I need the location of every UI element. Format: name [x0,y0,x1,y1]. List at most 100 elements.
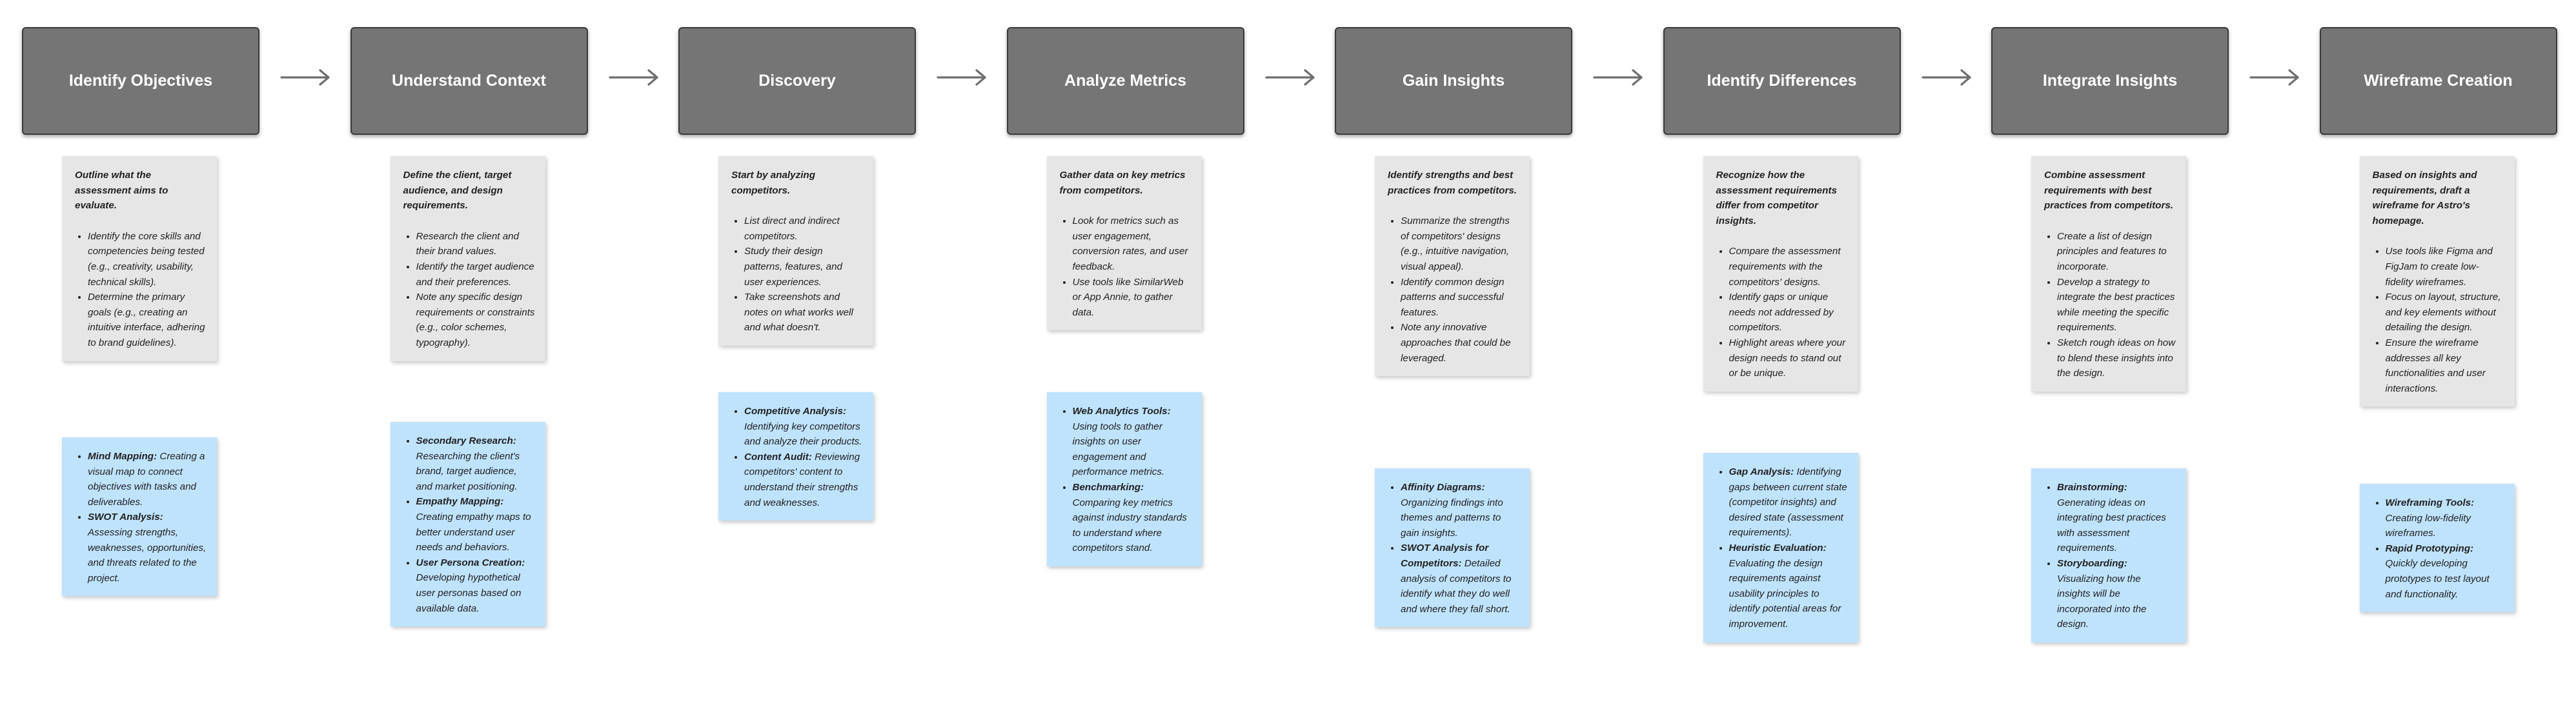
description-intro: Based on insights and requirements, draf… [2372,170,2477,226]
tool-description: Organizing findings into themes and patt… [1401,497,1503,539]
description-bullet: Research the client and their brand valu… [416,229,535,259]
tool-description: Assessing strengths, weaknesses, opportu… [88,526,207,584]
step-header: Identify Differences [1663,27,1901,135]
description-bullets: List direct and indirect competitors.Stu… [731,214,863,335]
tool-item: SWOT Analysis: Assessing strengths, weak… [88,510,207,586]
tools-list: Affinity Diagrams: Organizing findings i… [1388,480,1519,617]
tool-description: Creating empathy maps to better understa… [416,511,531,553]
step-title: Gain Insights [1402,72,1505,90]
tools-note: Web Analytics Tools: Using tools to gath… [1046,392,1202,566]
arrow-right-icon [2249,69,2299,86]
description-intro: Outline what the assessment aims to eval… [75,170,168,212]
tool-item: Gap Analysis: Identifying gaps between c… [1729,464,1848,541]
tools-note: Brainstorming: Generating ideas on integ… [2031,468,2186,642]
tool-description: Researching the client's brand, target a… [416,450,520,492]
description-bullet: Note any innovative approaches that coul… [1401,320,1519,366]
tool-item: Wireframing Tools: Creating low-fidelity… [2386,495,2504,541]
description-note: Gather data on key metrics from competit… [1046,156,1202,331]
description-intro: Identify strengths and best practices fr… [1388,170,1517,196]
step-title: Integrate Insights [2042,72,2178,90]
tools-note: Gap Analysis: Identifying gaps between c… [1703,453,1858,642]
tool-description: Identifying gaps between current state (… [1729,466,1847,539]
tools-list: Mind Mapping: Creating a visual map to c… [75,449,207,586]
tool-name: Benchmarking: [1072,481,1144,493]
description-bullet: Identify common design patterns and succ… [1401,275,1519,321]
tool-description: Using tools to gather insights on user e… [1072,421,1165,478]
tool-item: User Persona Creation: Developing hypoth… [416,555,535,616]
tool-item: Benchmarking: Comparing key metrics agai… [1073,480,1192,556]
tools-list: Gap Analysis: Identifying gaps between c… [1716,464,1848,632]
tool-description: Reviewing competitors' content to unders… [744,451,860,508]
description-bullet: Create a list of design principles and f… [2057,229,2176,275]
description-bullet: Study their design patterns, features, a… [744,244,863,290]
description-bullets: Identify the core skills and competencie… [75,229,207,351]
description-bullet: Identify gaps or unique needs not addres… [1729,290,1848,335]
description-bullets: Look for metrics such as user engagement… [1060,214,1192,320]
tool-name: Secondary Research: [416,435,516,446]
description-bullet: Focus on layout, structure, and key elem… [2386,290,2504,335]
tool-name: Storyboarding: [2057,557,2127,569]
description-intro: Recognize how the assessment requirement… [1716,170,1837,226]
tool-description: Identifying key competitors and analyze … [744,421,862,448]
description-bullets: Create a list of design principles and f… [2044,229,2176,381]
description-bullet: Summarize the strengths of competitors' … [1401,214,1519,274]
tool-item: Heuristic Evaluation: Evaluating the des… [1729,541,1848,632]
tools-list: Competitive Analysis: Identifying key co… [731,404,863,510]
tool-description: Developing hypothetical user personas ba… [416,572,522,614]
description-bullet: Use tools like Figma and FigJam to creat… [2386,244,2504,290]
description-bullet: Take screenshots and notes on what works… [744,290,863,335]
step-header: Discovery [678,27,916,135]
tool-description: Detailed analysis of competitors to iden… [1401,557,1512,615]
tool-description: Generating ideas on integrating best pra… [2057,497,2166,554]
tools-note: Secondary Research: Researching the clie… [390,422,545,627]
tool-description: Visualizing how the insights will be inc… [2057,573,2147,630]
tool-name: Affinity Diagrams: [1401,482,1485,493]
tool-name: Web Analytics Tools: [1072,406,1171,417]
tool-name: Empathy Mapping: [416,496,504,508]
description-bullets: Summarize the strengths of competitors' … [1388,214,1519,366]
description-bullet: Develop a strategy to integrate the best… [2057,275,2176,335]
description-note: Start by analyzing competitors.List dire… [718,156,873,346]
tool-name: Rapid Prototyping: [2385,543,2474,554]
description-intro: Define the client, target audience, and … [403,170,512,212]
tool-item: Brainstorming: Generating ideas on integ… [2057,480,2176,556]
description-intro: Combine assessment requirements with bes… [2044,170,2174,212]
tool-name: Wireframing Tools: [2385,497,2475,508]
tool-description: Comparing key metrics against industry s… [1072,497,1187,554]
arrow-right-icon [280,69,330,86]
description-bullet: Look for metrics such as user engagement… [1073,214,1192,274]
tool-item: Secondary Research: Researching the clie… [416,433,535,494]
description-bullet: Highlight areas where your design needs … [1729,335,1848,381]
step-header: Integrate Insights [1991,27,2229,135]
tool-name: Mind Mapping: [88,451,157,462]
tool-name: Competitive Analysis: [744,406,847,417]
tools-list: Wireframing Tools: Creating low-fidelity… [2373,495,2504,602]
tool-item: SWOT Analysis for Competitors: Detailed … [1401,541,1519,617]
tool-item: Storyboarding: Visualizing how the insig… [2057,556,2176,632]
description-bullets: Research the client and their brand valu… [403,229,535,351]
tool-name: Gap Analysis: [1729,466,1794,477]
tool-item: Mind Mapping: Creating a visual map to c… [88,449,207,510]
description-bullet: Identify the target audience and their p… [416,259,535,290]
arrow-right-icon [937,69,986,86]
tools-list: Brainstorming: Generating ideas on integ… [2044,480,2176,632]
description-note: Recognize how the assessment requirement… [1703,156,1858,392]
description-note: Identify strengths and best practices fr… [1375,156,1530,377]
tool-name: Heuristic Evaluation: [1729,542,1827,553]
tools-note: Mind Mapping: Creating a visual map to c… [62,437,217,597]
description-bullets: Compare the assessment requirements with… [1716,244,1848,381]
tools-list: Secondary Research: Researching the clie… [403,433,535,616]
step-title: Analyze Metrics [1064,72,1186,90]
tools-note: Affinity Diagrams: Organizing findings i… [1375,468,1530,628]
tool-name: SWOT Analysis: [88,512,163,523]
tool-name: User Persona Creation: [416,557,525,568]
step-header: Identify Objectives [22,27,259,135]
tool-description: Creating a visual map to connect objecti… [88,451,205,508]
description-bullet: List direct and indirect competitors. [744,214,863,244]
